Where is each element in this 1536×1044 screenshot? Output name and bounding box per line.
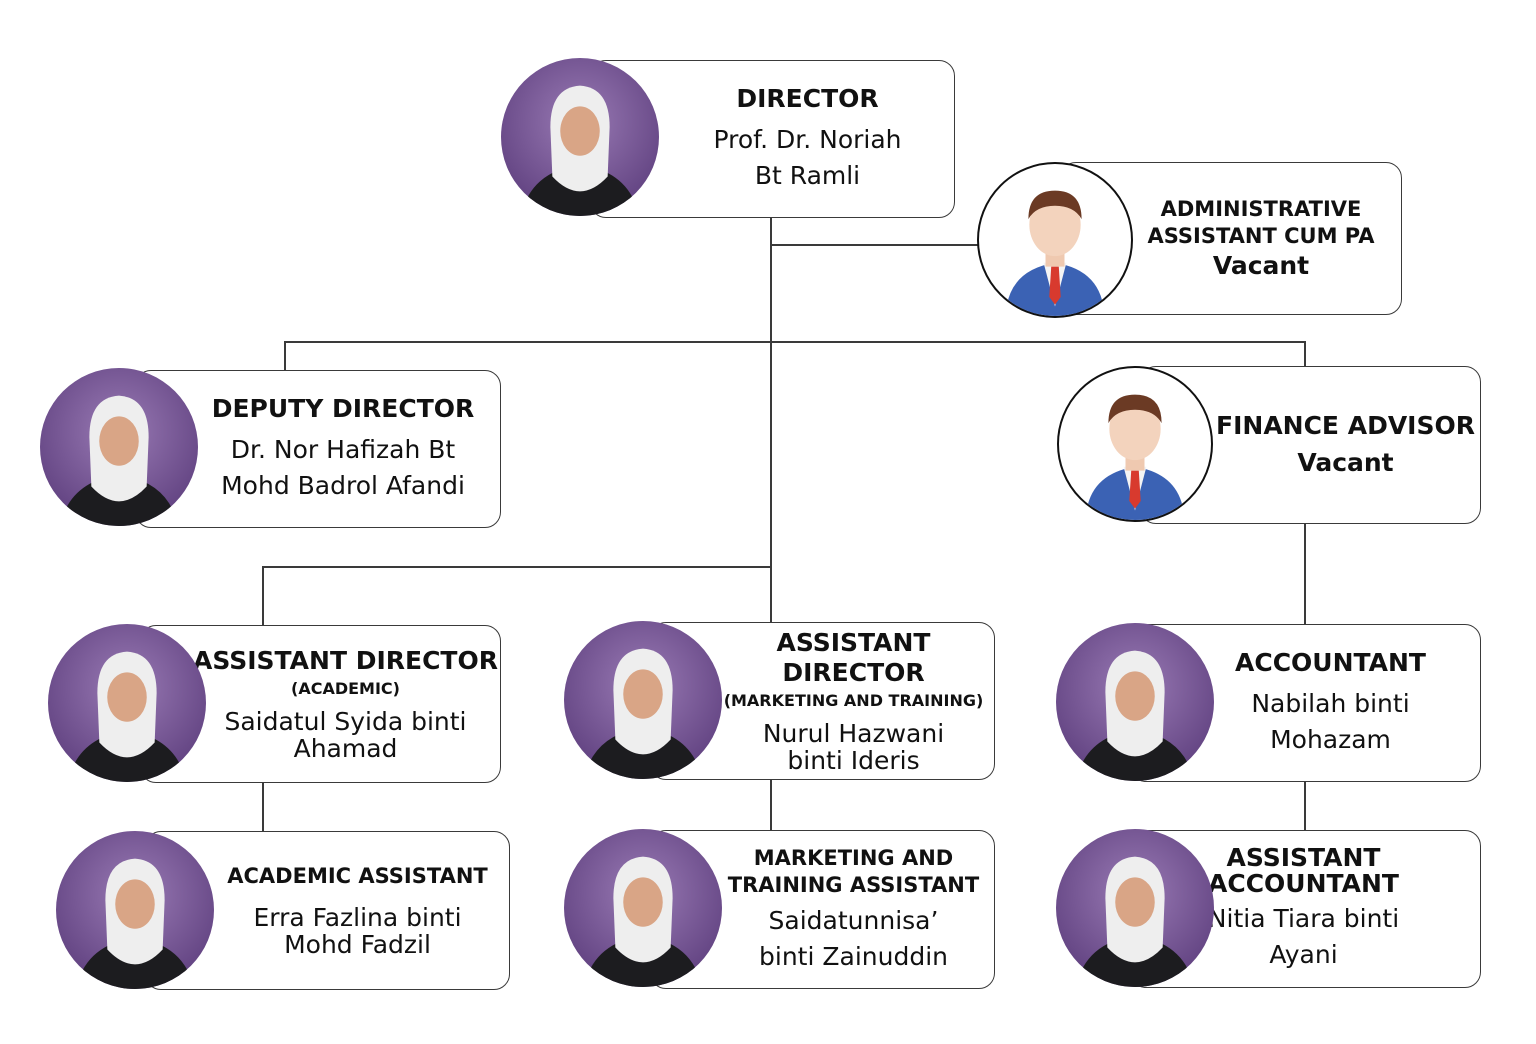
role-title: DIRECTOR	[736, 84, 879, 113]
connector	[262, 566, 772, 568]
role-title: ASSISTANT DIRECTOR	[193, 646, 498, 675]
vacant-status: Vacant	[1212, 250, 1310, 280]
role-title: ASSISTANT DIRECTOR	[776, 628, 931, 687]
connector	[284, 341, 286, 371]
connector	[284, 341, 1306, 343]
person-avatar-icon	[1057, 366, 1213, 522]
role-subtitle: (MARKETING AND TRAINING)	[723, 691, 984, 710]
vacant-status: Vacant	[1297, 448, 1394, 477]
assistant-director-academic-photo	[48, 624, 206, 782]
assistant-accountant-photo	[1056, 829, 1214, 987]
connector	[771, 244, 978, 246]
person-avatar-icon	[977, 162, 1133, 318]
deputy-director-photo	[40, 368, 198, 526]
connector	[770, 217, 772, 830]
accountant-photo	[1056, 623, 1214, 781]
role-title: DEPUTY DIRECTOR	[211, 394, 475, 423]
finance-advisor-card: FINANCE ADVISOR Vacant	[1140, 366, 1481, 524]
person-name: Saidatunnisa’binti Zainuddin	[759, 905, 948, 971]
marketing-assistant-photo	[564, 829, 722, 987]
academic-assistant-photo	[56, 831, 214, 989]
role-subtitle: (ACADEMIC)	[291, 679, 400, 698]
assistant-director-marketing-photo	[564, 621, 722, 779]
role-title: FINANCE ADVISOR	[1216, 411, 1475, 440]
director-photo	[501, 58, 659, 216]
role-title: ACADEMIC ASSISTANT	[227, 864, 488, 888]
role-title: ACCOUNTANT	[1235, 648, 1426, 677]
connector	[1304, 341, 1306, 367]
